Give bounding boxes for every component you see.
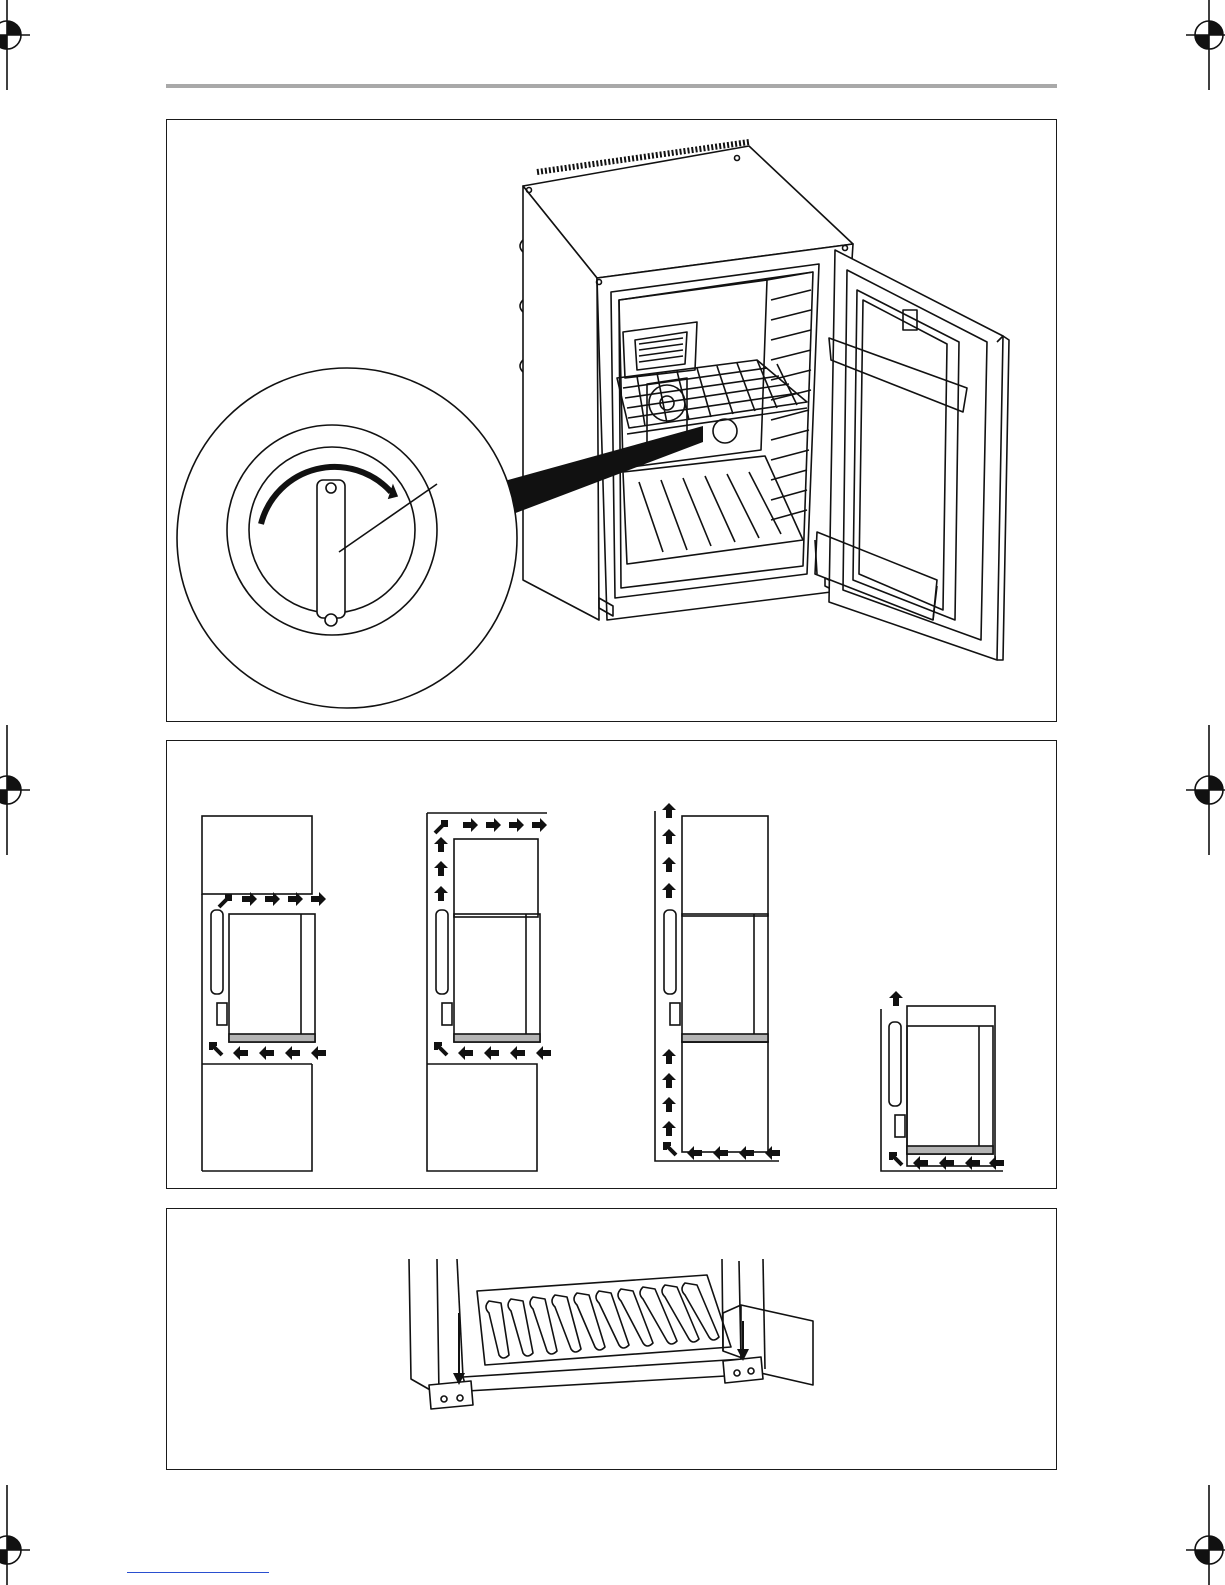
foot-left	[429, 1381, 473, 1409]
footer-link-underline	[127, 1572, 269, 1573]
header-rule	[166, 84, 1057, 88]
figure-foot-mounting-panel	[166, 1208, 1057, 1470]
foot-mounting-illustration	[167, 1209, 1058, 1471]
ventilation-diagrams	[167, 741, 1058, 1190]
figure-thermostat-panel	[166, 119, 1057, 722]
figure-ventilation-panel	[166, 740, 1057, 1189]
registration-mark-bottom-left	[0, 1485, 30, 1585]
thermostat-magnified	[177, 368, 517, 708]
airflow-arrows-3	[662, 803, 780, 1160]
registration-mark-bottom-right	[1186, 1485, 1225, 1585]
open-door	[815, 250, 1009, 660]
fridge-open-illustration	[167, 120, 1058, 723]
ventilation-variant-1	[202, 816, 315, 1171]
ventilation-variant-4	[881, 1006, 1003, 1171]
floor-grille	[477, 1275, 731, 1365]
